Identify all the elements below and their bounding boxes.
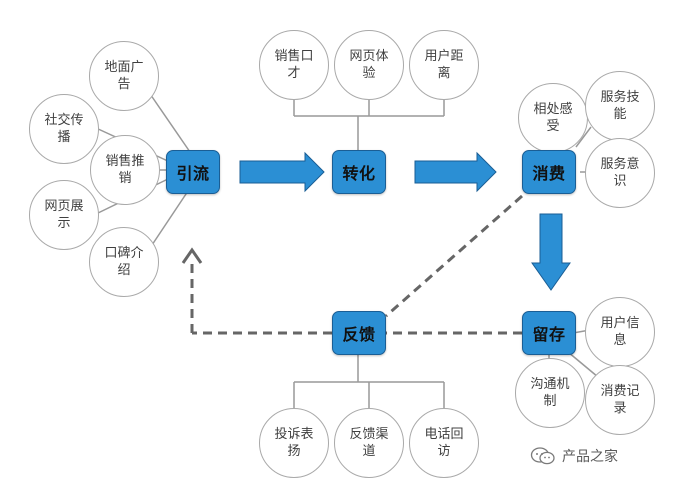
circle-sales-promotion: 销售推销 xyxy=(90,135,160,205)
node-xiaofei: 消费 xyxy=(522,150,576,194)
circle-interaction-feel: 相处感受 xyxy=(518,83,588,153)
connector-line xyxy=(575,126,592,148)
arrow-right-icon xyxy=(239,151,325,193)
arrow-right-icon xyxy=(414,151,497,193)
dashed-line xyxy=(385,194,523,318)
node-zhuanhua: 转化 xyxy=(332,150,386,194)
circle-web-experience: 网页体验 xyxy=(334,30,404,100)
circle-sales-eloquence: 销售口才 xyxy=(259,30,329,100)
node-yinliu: 引流 xyxy=(166,150,220,194)
circle-social-spread: 社交传播 xyxy=(29,94,99,164)
circle-user-distance: 用户距离 xyxy=(409,30,479,100)
circle-user-info: 用户信息 xyxy=(585,297,655,367)
connector-line xyxy=(145,87,191,153)
wechat-icon xyxy=(530,447,555,465)
circle-word-of-mouth: 口碑介绍 xyxy=(89,227,159,297)
circle-consumption-records: 消费记录 xyxy=(585,365,655,435)
circle-feedback-channels: 反馈渠道 xyxy=(334,408,404,478)
flow-arrows xyxy=(239,151,571,291)
watermark-text: 产品之家 xyxy=(562,449,618,465)
arrow-down-icon xyxy=(531,213,571,291)
circle-complaints-praise: 投诉表扬 xyxy=(259,408,329,478)
node-liucun: 留存 xyxy=(522,311,576,355)
circle-phone-followup: 电话回访 xyxy=(409,408,479,478)
watermark: 产品之家 xyxy=(530,446,618,466)
connector-line xyxy=(567,351,599,378)
circle-ground-ads: 地面广告 xyxy=(89,41,159,111)
circle-communication-mechanism: 沟通机制 xyxy=(515,358,585,428)
feedback-loop xyxy=(190,194,523,335)
circle-web-display: 网页展示 xyxy=(29,180,99,250)
node-fankui: 反馈 xyxy=(332,311,386,355)
circle-service-awareness: 服务意识 xyxy=(585,138,655,208)
circle-service-skills: 服务技能 xyxy=(585,71,655,141)
arrowhead-up-icon xyxy=(181,247,203,264)
